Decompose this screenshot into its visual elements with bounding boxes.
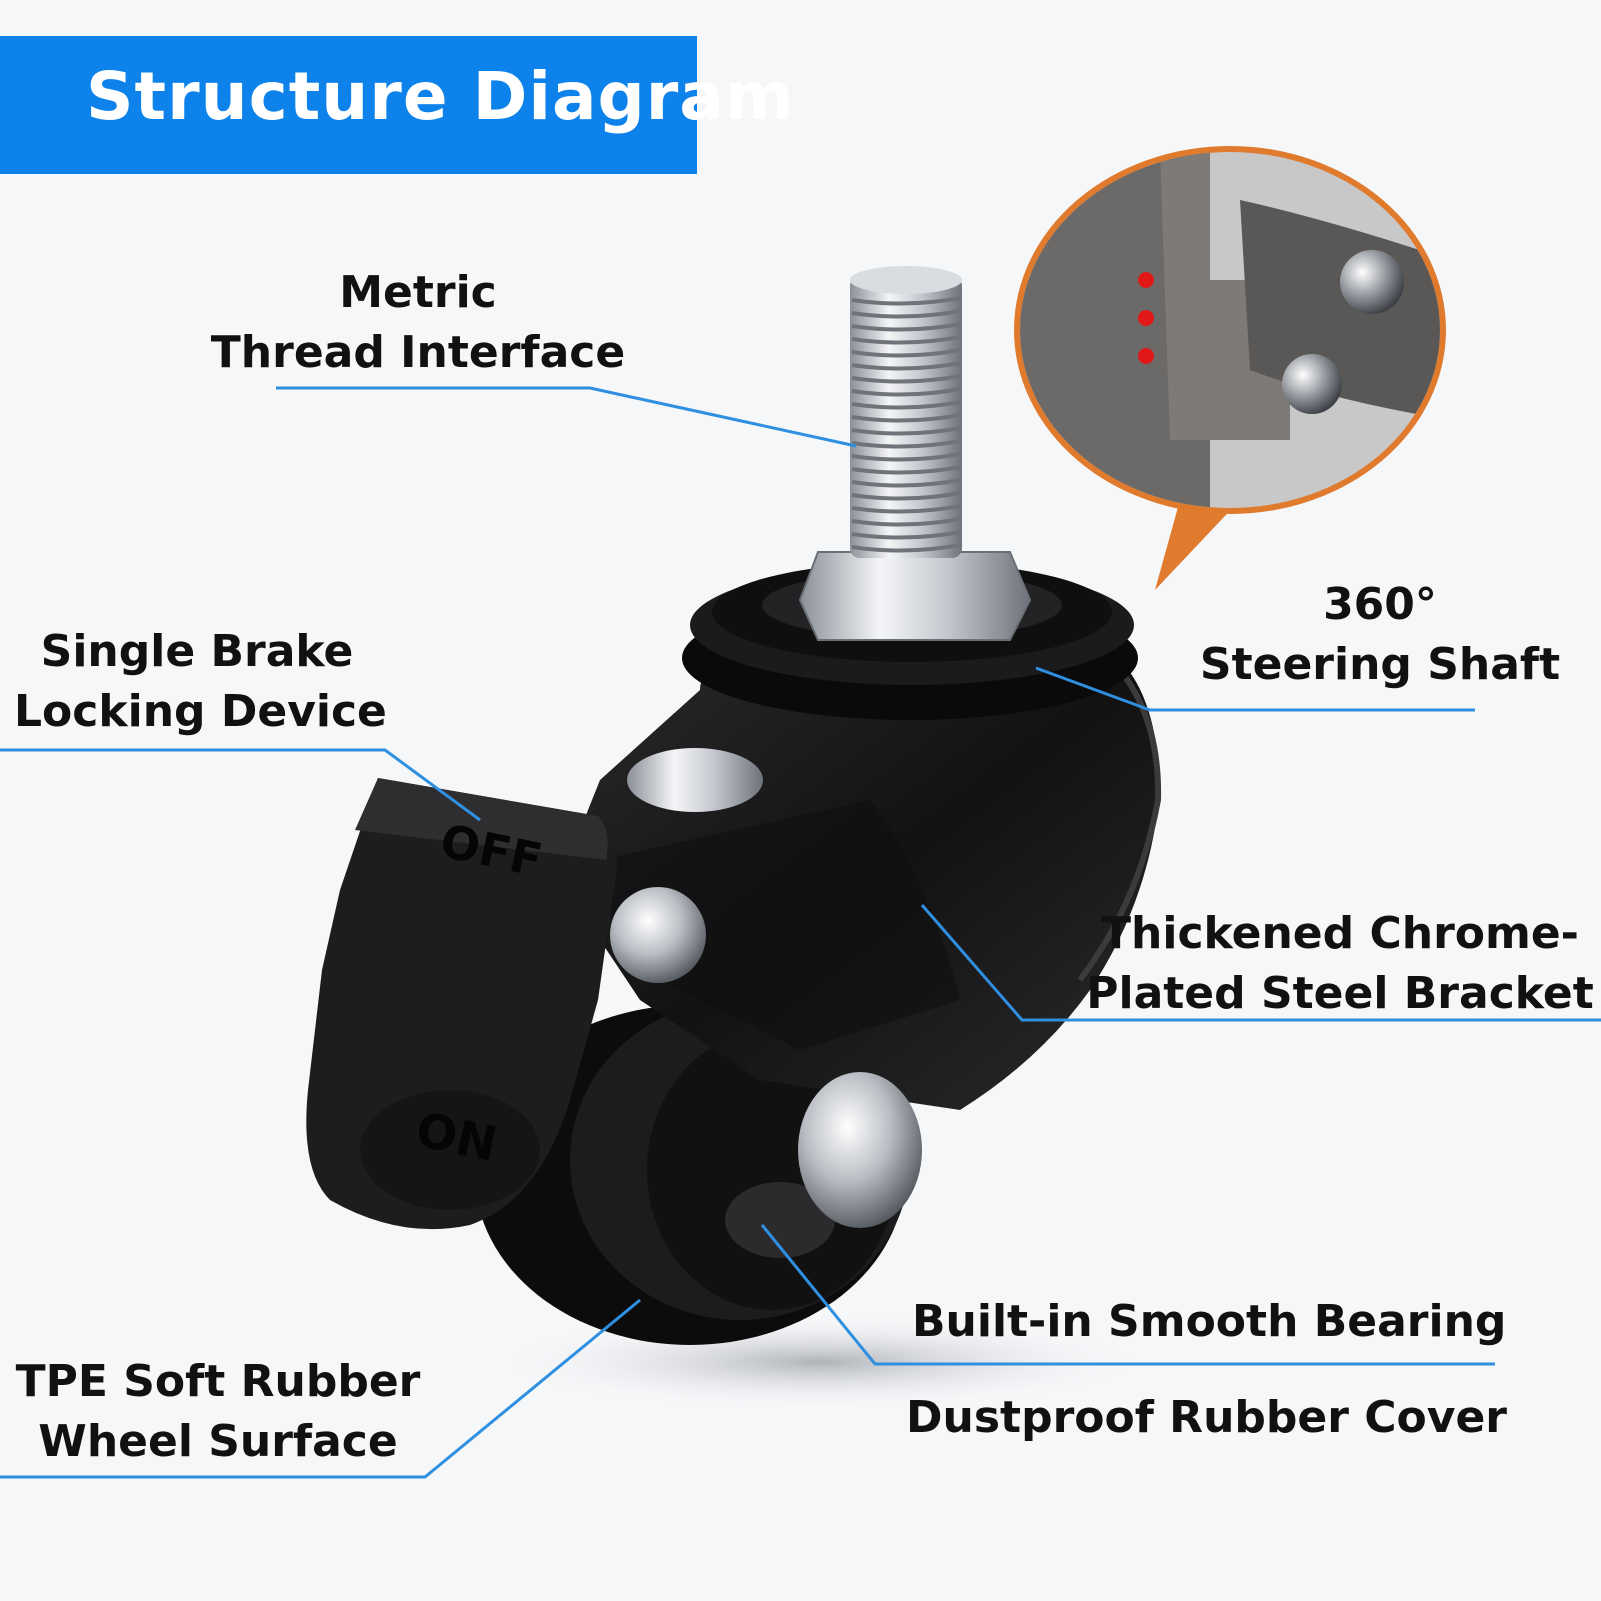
thread-ridge — [851, 465, 961, 475]
thread-ridge — [851, 387, 961, 397]
title-banner — [0, 36, 697, 174]
leader-lines — [0, 386, 1601, 1479]
leader-metric-thread — [276, 386, 857, 448]
thread-ridge — [851, 426, 961, 436]
metric-thread-stud — [798, 266, 1032, 641]
thread-ridge — [851, 543, 961, 553]
thread-ridge — [851, 439, 961, 449]
leader-wheel-surface — [0, 1298, 641, 1479]
label-single-brake: Single Brake Locking Device — [14, 626, 387, 737]
label-dust-cover: Dustproof Rubber Cover — [906, 1392, 1507, 1443]
leader-bearing — [760, 1224, 1495, 1366]
diagram-title: Structure Diagram — [86, 58, 795, 135]
thread-ridge — [851, 348, 961, 358]
label-metric-thread: Metric Thread Interface — [210, 267, 626, 378]
thread-ridge — [851, 361, 961, 371]
label-steering-shaft: 360° Steering Shaft — [1199, 579, 1561, 690]
thread-ridge — [851, 530, 961, 540]
thread-ridge — [851, 413, 961, 423]
leader-steering-shaft — [1035, 666, 1475, 712]
label-wheel-surface: TPE Soft Rubber Wheel Surface — [15, 1356, 421, 1467]
thread-ridge — [851, 309, 961, 319]
leader-bracket — [920, 904, 1601, 1022]
thread-ridge — [851, 491, 961, 501]
thread-ridge — [851, 504, 961, 514]
pivot-rivet — [610, 887, 706, 983]
thread-ridge — [851, 400, 961, 410]
label-bracket: Thickened Chrome- Plated Steel Bracket — [1086, 908, 1594, 1019]
bearing-callout — [1014, 146, 1446, 590]
thread-ridge — [851, 322, 961, 332]
thread-ridge — [851, 452, 961, 462]
label-bearing: Built-in Smooth Bearing — [912, 1296, 1507, 1347]
brake-pedal: OFF ON — [306, 778, 617, 1230]
thread-ridge — [851, 517, 961, 527]
steel-bracket — [560, 660, 1162, 1110]
thread-ridge — [851, 296, 961, 306]
thread-ridge — [851, 374, 961, 384]
rivet-top — [627, 748, 763, 812]
leader-single-brake — [0, 748, 481, 822]
thread-ridge — [851, 478, 961, 488]
thread-ridge — [851, 335, 961, 345]
axle-rivet — [798, 1072, 922, 1228]
